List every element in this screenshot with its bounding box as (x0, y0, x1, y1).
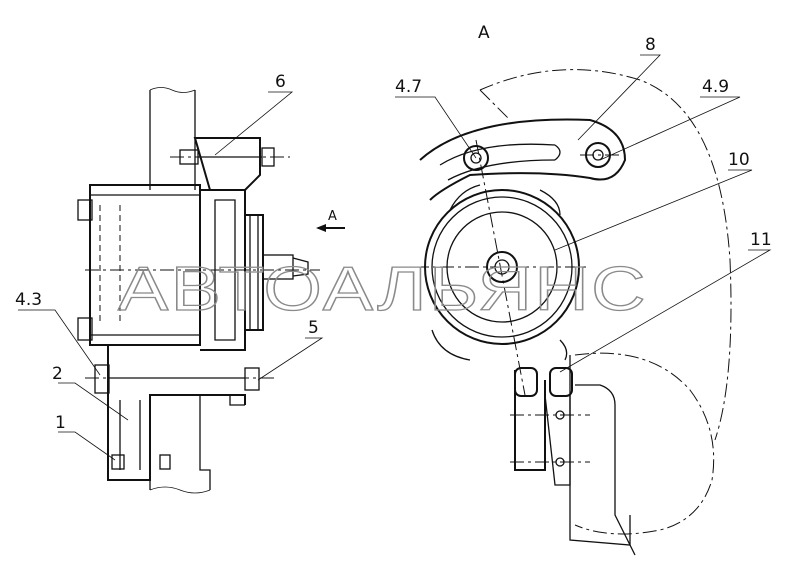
view-a (415, 69, 732, 556)
callout-4-9: 4.9 (702, 77, 729, 97)
pivot-bracket (514, 370, 546, 471)
callout-8: 8 (645, 35, 656, 55)
leader-2 (58, 382, 129, 421)
alternator-hidden-lines (99, 205, 121, 325)
leader-lines (18, 54, 772, 461)
callout-1: 1 (55, 413, 66, 433)
leader-4-7 (395, 96, 477, 159)
frame-break-bottom (149, 486, 211, 494)
pivot-bolt-left (514, 367, 538, 397)
front-housing-inner (214, 199, 236, 341)
leader-4-3 (18, 309, 101, 376)
frame-bolt-head (111, 454, 125, 470)
lower-bracket (107, 345, 246, 481)
pivot-centre-lines (510, 414, 590, 463)
adjusting-strap (419, 118, 627, 201)
callout-5: 5 (308, 318, 319, 338)
lower-bracket-web (119, 400, 141, 470)
tension-bracket (193, 137, 261, 191)
callout-4-7: 4.7 (395, 77, 422, 97)
alternator-body (89, 184, 201, 346)
frame-rail-lower (149, 395, 211, 490)
pulley-nut (262, 254, 294, 280)
view-arrow-label: А (328, 209, 337, 224)
leader-10 (554, 169, 753, 251)
housing-lower-ears (431, 329, 568, 361)
leader-5 (257, 337, 324, 381)
pivot-plate (544, 394, 571, 486)
frame-nut (159, 454, 171, 470)
callout-6: 6 (275, 72, 286, 92)
lower-nut (244, 367, 260, 391)
shaft-end (292, 257, 309, 277)
alternator-body-lines (90, 194, 200, 336)
lower-tab (229, 395, 245, 406)
strap-slot-top (439, 143, 556, 166)
strap-bolt-left-inner (470, 152, 482, 164)
engine-outline-phantom (479, 69, 732, 441)
view-a-diagonal-centre (475, 139, 526, 396)
watermark-text: АВТОАЛЬЯНС (118, 255, 648, 324)
frame-break-top (149, 87, 196, 93)
alternator-rear-boss-top (77, 199, 93, 221)
engine-lower-phantom (574, 352, 715, 535)
housing-ears (449, 184, 561, 216)
engine-outline-phantom-2 (479, 89, 511, 121)
lower-bolt-head (94, 364, 110, 394)
strap-slot-end (554, 144, 561, 161)
strap-slot-bottom (447, 159, 556, 181)
engine-lower-edge (569, 355, 631, 546)
callout-10: 10 (728, 150, 750, 170)
view-title-a: А (478, 23, 490, 43)
view-arrow-head (316, 224, 326, 232)
callout-11: 11 (750, 230, 772, 250)
frame-rail-upper (149, 90, 196, 190)
leader-8 (577, 54, 661, 141)
leader-6 (214, 91, 294, 156)
support-arm (575, 384, 636, 556)
callout-4-3: 4.3 (15, 290, 42, 310)
strap-bolt-left (463, 145, 489, 171)
leader-1 (58, 431, 116, 461)
side-view (77, 87, 345, 494)
pivot-bolt-right (549, 367, 573, 397)
leader-11 (559, 249, 772, 373)
callout-2: 2 (52, 364, 63, 384)
leader-4-9 (599, 96, 741, 161)
pulley-grooves (249, 215, 259, 330)
alternator-rear-boss-bottom (77, 317, 93, 341)
